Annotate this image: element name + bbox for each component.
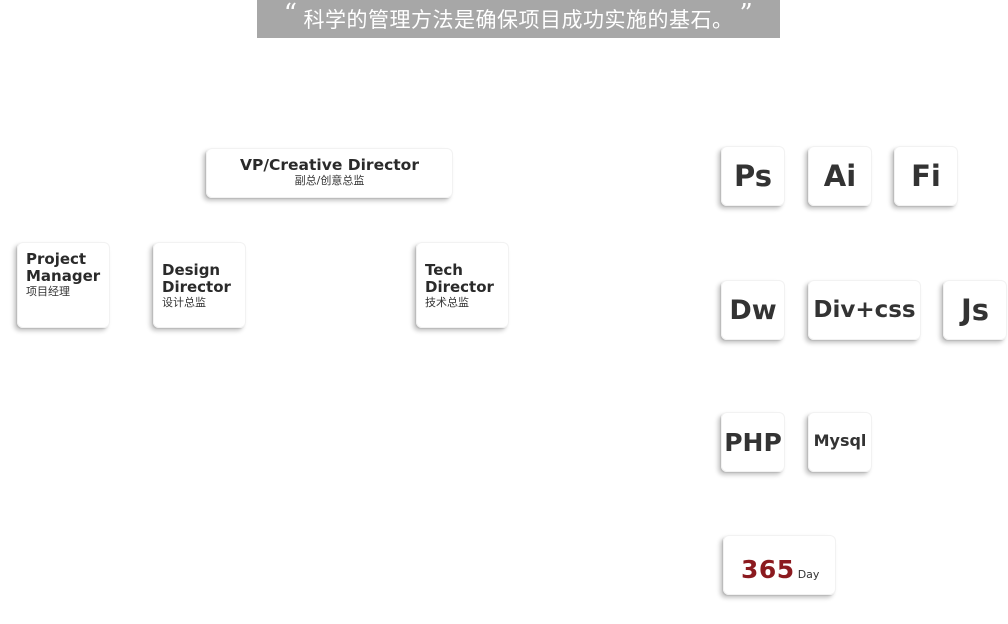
org-card-title: Project Manager — [26, 250, 101, 285]
availability-number: 365 — [741, 554, 795, 584]
skill-tile-dw: Dw — [721, 280, 785, 340]
org-card-tech-director: Tech Director 技术总监 — [416, 242, 509, 328]
org-card-project-manager: Project Manager 项目经理 — [17, 242, 110, 328]
skill-tile-ps: Ps — [721, 146, 785, 206]
org-card-title: Tech Director — [425, 261, 494, 296]
org-card-design-director: Design Director 设计总监 — [153, 242, 246, 328]
skill-tile-fi: Fi — [894, 146, 958, 206]
open-quote-mark: “ — [283, 0, 298, 29]
quote-text: 科学的管理方法是确保项目成功实施的基石。 — [303, 8, 734, 32]
skill-tile-divcss: Div+css — [808, 280, 921, 340]
org-card-subtitle: 设计总监 — [162, 296, 206, 309]
org-card-subtitle: 技术总监 — [425, 296, 469, 309]
skill-tile-mysql: Mysql — [808, 412, 872, 472]
org-card-subtitle: 副总/创意总监 — [294, 174, 365, 187]
org-card-subtitle: 项目经理 — [26, 285, 70, 298]
availability-unit: Day — [797, 567, 820, 581]
org-card-title: Design Director — [162, 261, 231, 296]
org-card-title: VP/Creative Director — [240, 156, 419, 174]
close-quote-mark: ” — [739, 0, 754, 29]
availability-tile: 365 Day — [723, 535, 836, 595]
quote-banner: “ 科学的管理方法是确保项目成功实施的基石。 ” — [257, 0, 780, 38]
skill-tile-php: PHP — [721, 412, 785, 472]
org-card-vp: VP/Creative Director 副总/创意总监 — [206, 148, 453, 198]
skill-tile-ai: Ai — [808, 146, 872, 206]
skill-tile-js: Js — [943, 280, 1007, 340]
